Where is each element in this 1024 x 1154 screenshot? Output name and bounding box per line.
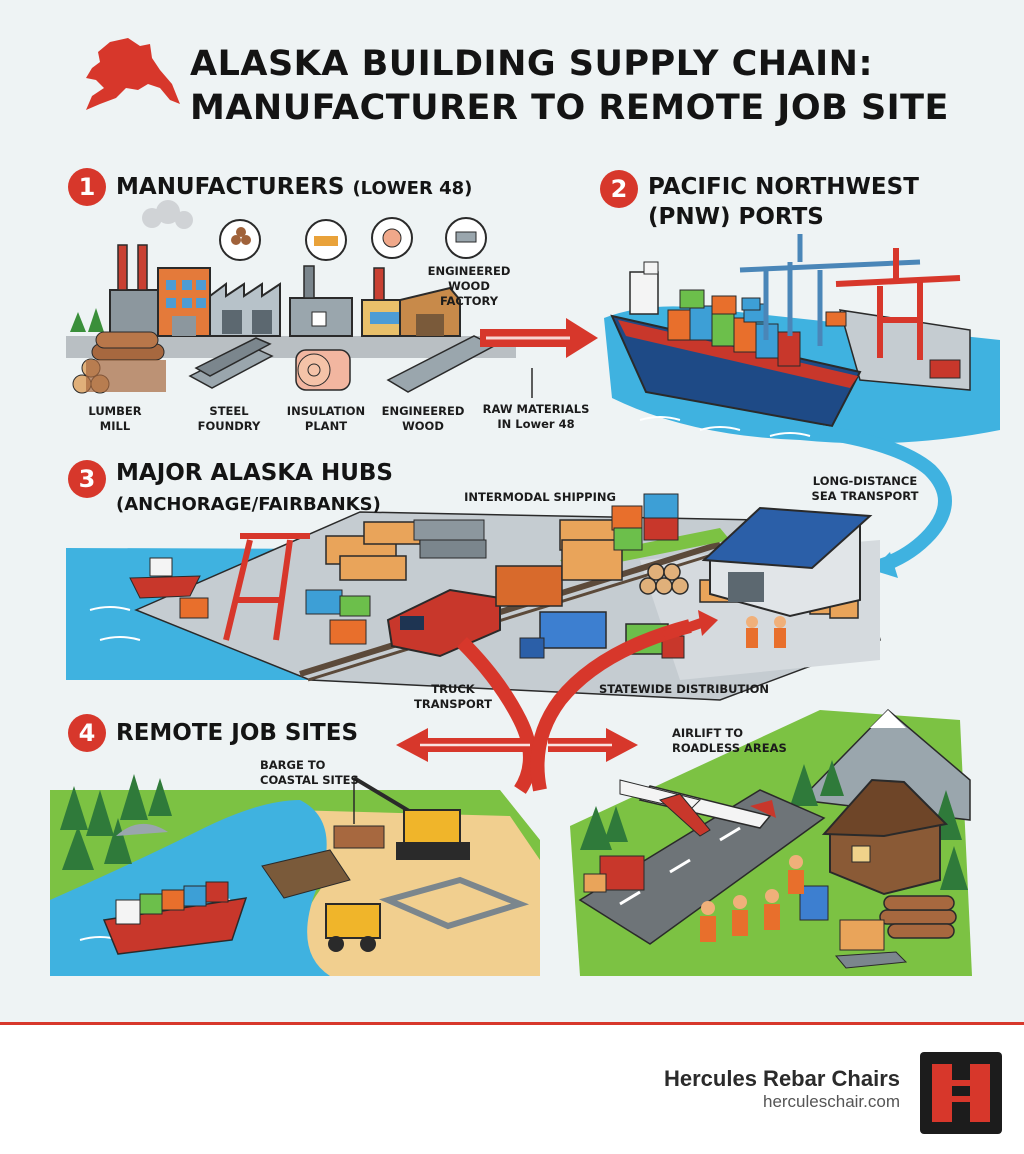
label-steel-foundry: STEEL FOUNDRY	[197, 404, 261, 433]
step-3-title-line-2: (ANCHORAGE/FAIRBANKS)	[116, 494, 381, 515]
pnw-port-scene	[604, 234, 1000, 578]
label-truck-transport: TRUCK TRANSPORT	[414, 682, 492, 711]
step-4-title: REMOTE JOB SITES	[116, 720, 359, 746]
insulation-roll	[295, 349, 351, 391]
steel-beams	[188, 337, 274, 389]
log-cabin	[821, 778, 949, 896]
site-log-pile	[879, 895, 957, 939]
label-statewide-distribution: STATEWIDE DISTRIBUTION	[598, 682, 770, 696]
step-3-title: MAJOR ALASKA HUBS (ANCHORAGE/FAIRBANKS)	[116, 458, 393, 520]
port-crane-blue	[739, 234, 921, 346]
step-2-title-line-1: PACIFIC NORTHWEST	[648, 174, 919, 200]
brand-name: Hercules Rebar Chairs	[664, 1066, 900, 1091]
label-long-distance-sea-transport: LONG-DISTANCE SEA TRANSPORT	[811, 474, 919, 503]
step-2-title-line-2: (PNW) PORTS	[648, 204, 824, 230]
step-1-badge: 1	[68, 168, 106, 206]
label-lumber-mill: LUMBER MILL	[88, 404, 142, 433]
step-1-title-text: MANUFACTURERS	[116, 174, 345, 200]
step-2-title: PACIFIC NORTHWEST (PNW) PORTS	[648, 172, 919, 232]
label-insulation-plant: INSULATION PLANT	[286, 404, 366, 433]
step-1-title: MANUFACTURERS (LOWER 48)	[116, 172, 472, 204]
step-1-subtitle: (LOWER 48)	[352, 178, 473, 199]
brand-url: herculeschair.com	[762, 1092, 900, 1111]
blue-truck	[539, 611, 607, 649]
manufacturers-scene	[66, 200, 598, 398]
footer	[0, 1025, 1024, 1154]
label-engineered-wood-factory: ENGINEERED WOOD FACTORY	[427, 264, 511, 308]
alaska-map-icon	[86, 38, 180, 110]
step-4-badge: 4	[68, 714, 106, 752]
title-line-1: ALASKA BUILDING SUPPLY CHAIN:	[190, 44, 873, 84]
airlift-site-scene	[570, 708, 972, 976]
forest-left	[60, 774, 172, 870]
infographic-title: ALASKA BUILDING SUPPLY CHAIN: MANUFACTUR…	[190, 42, 949, 130]
container-stack	[667, 289, 801, 367]
workers	[700, 855, 804, 942]
sea-transport-arrow	[818, 425, 952, 573]
label-engineered-wood: ENGINEERED WOOD	[381, 404, 465, 433]
footer-divider	[0, 1022, 1024, 1025]
step-2-badge: 2	[600, 170, 638, 208]
step-3-badge: 3	[68, 460, 106, 498]
smoke-cloud	[142, 200, 193, 229]
port-crane-red	[835, 248, 961, 360]
label-intermodal-shipping: INTERMODAL SHIPPING	[464, 490, 616, 504]
freight-train	[386, 493, 679, 658]
label-barge: BARGE TO COASTAL SITES	[260, 758, 359, 787]
alaska-hub-scene	[66, 493, 881, 794]
crawler-crane	[333, 776, 470, 860]
supply-chain-illustration	[50, 38, 1000, 976]
label-airlift: AIRLIFT TO ROADLESS AREAS	[672, 726, 787, 755]
title-line-2: MANUFACTURER TO REMOTE JOB SITE	[190, 88, 949, 128]
loader	[325, 903, 381, 939]
warehouse	[701, 506, 873, 618]
hub-crane	[223, 533, 310, 641]
label-raw-materials: RAW MATERIALS IN Lower 48	[482, 402, 590, 431]
log-pile	[72, 331, 166, 394]
bush-plane	[619, 779, 776, 837]
step-3-title-line-1: MAJOR ALASKA HUBS	[116, 460, 393, 486]
hub-log-pile	[639, 563, 689, 595]
barge-site-scene	[50, 774, 540, 976]
